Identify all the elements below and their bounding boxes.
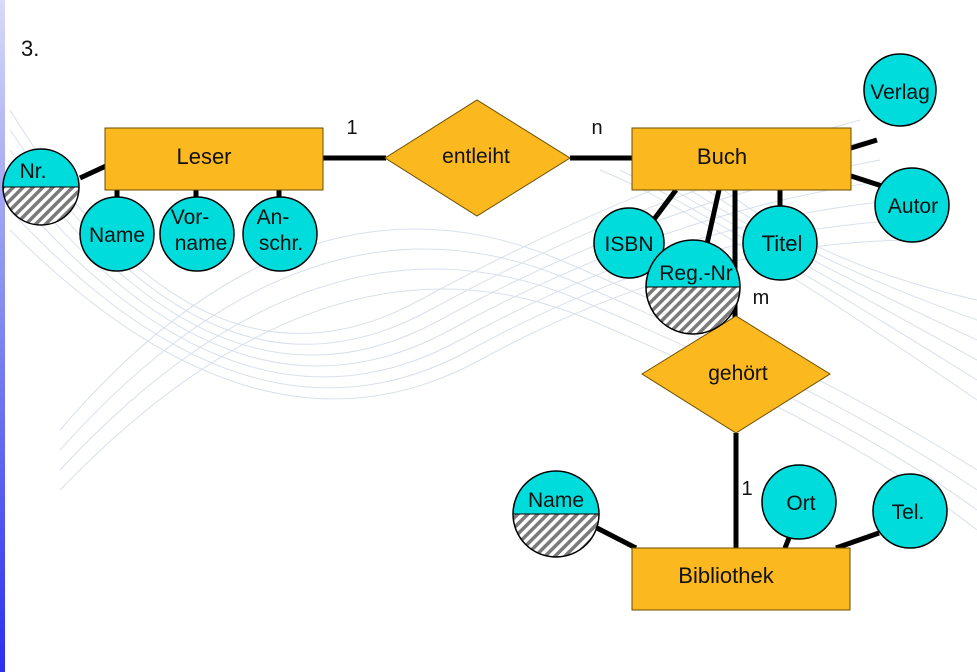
entity-buch[interactable]: Buch <box>631 127 852 191</box>
line-bibliothek-tel <box>835 530 880 551</box>
attribute-bibliothek-tel-label: Tel. <box>892 501 925 524</box>
line-buch-isbn <box>650 188 678 224</box>
attribute-bibliothek-name-label: Name <box>528 489 584 512</box>
attribute-bibliothek-tel[interactable]: Tel. <box>872 473 948 549</box>
attribute-buch-regnr-key[interactable]: Reg.-Nr <box>640 239 746 337</box>
attribute-leser-nr-label: Nr. <box>20 160 47 183</box>
cardinality-buch-gehoert: m <box>753 287 770 309</box>
line-buch-verlag <box>850 137 878 151</box>
slide-number: 3. <box>21 36 39 61</box>
relationship-entleiht[interactable]: entleiht <box>384 99 571 217</box>
entity-leser[interactable]: Leser <box>104 127 324 191</box>
entity-bibliothek-label: Bibliothek <box>678 563 774 588</box>
attribute-buch-titel-label: Titel <box>762 231 803 256</box>
attribute-leser-nr-key[interactable]: Nr. <box>0 148 82 227</box>
line-bibliothek-name <box>595 525 638 551</box>
attribute-leser-vorname[interactable]: Vor- name <box>159 196 235 272</box>
attribute-buch-autor[interactable]: Autor <box>874 167 950 243</box>
attribute-bibliothek-ort[interactable]: Ort <box>761 464 837 540</box>
attribute-buch-autor-label: Autor <box>888 195 938 218</box>
attribute-buch-verlag-label: Verlag <box>870 81 930 104</box>
attribute-leser-name-label: Name <box>89 224 145 247</box>
entity-bibliothek[interactable]: Bibliothek <box>631 547 851 611</box>
entity-leser-label: Leser <box>176 144 231 169</box>
line-bibliothek-ort <box>782 537 792 549</box>
attribute-buch-isbn-label: ISBN <box>604 233 653 256</box>
attribute-buch-verlag[interactable]: Verlag <box>863 53 937 127</box>
attribute-buch-isbn[interactable]: ISBN <box>593 207 665 279</box>
line-leser-nr <box>78 163 108 181</box>
cardinality-entleiht-buch: n <box>591 117 602 139</box>
cardinality-leser-entleiht: 1 <box>346 117 357 139</box>
relationship-gehoert[interactable]: gehört <box>641 315 831 434</box>
attribute-leser-vorname-line2: name <box>175 232 228 255</box>
entity-buch-label: Buch <box>697 144 747 169</box>
relationship-gehoert-label: gehört <box>708 362 768 385</box>
attribute-leser-anschr[interactable]: An- schr. <box>242 196 318 272</box>
line-buch-autor <box>850 173 883 189</box>
slide-left-accent-bar <box>0 0 5 672</box>
relationship-entleiht-label: entleiht <box>442 145 510 168</box>
connectors <box>78 137 883 551</box>
attribute-leser-name[interactable]: Name <box>79 196 155 272</box>
cardinality-gehoert-bibliothek: 1 <box>741 478 752 500</box>
attribute-buch-titel[interactable]: Titel <box>742 205 818 281</box>
attribute-bibliothek-ort-label: Ort <box>786 492 815 515</box>
attribute-bibliothek-name-key[interactable]: Name <box>510 470 602 560</box>
attribute-leser-anschr-line2: schr. <box>259 232 303 255</box>
attribute-buch-regnr-label: Reg.-Nr <box>659 262 733 285</box>
attribute-leser-vorname-line1: Vor- <box>171 206 210 229</box>
line-buch-regnr <box>704 189 722 245</box>
attribute-leser-anschr-line1: An- <box>257 206 290 229</box>
